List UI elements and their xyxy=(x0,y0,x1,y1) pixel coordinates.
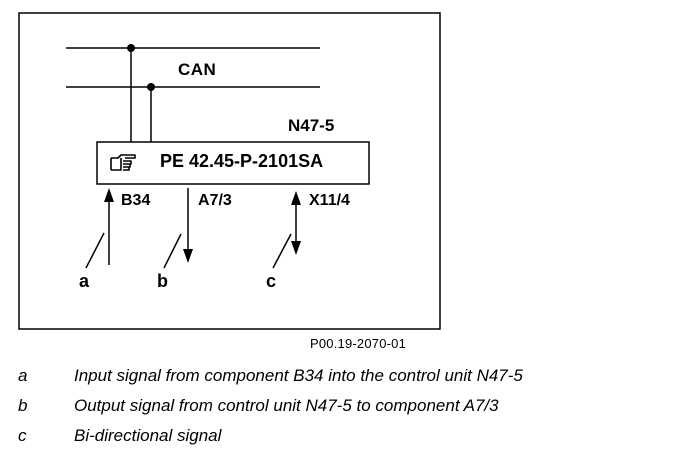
signal-c-connector: X11/4 xyxy=(309,192,350,209)
signal-c-letter: c xyxy=(266,271,277,291)
figure-id: P00.19-2070-01 xyxy=(310,336,407,351)
module-reference-text: PE 42.45-P-2101SA xyxy=(160,151,324,171)
control-unit-box xyxy=(96,141,370,185)
diagram-frame xyxy=(18,12,441,330)
legend-text: Output signal from control unit N47-5 to… xyxy=(74,396,499,415)
signal-b-letter: b xyxy=(157,271,168,291)
signal-c-arrowhead-up xyxy=(291,191,301,205)
signal-b-leader xyxy=(163,233,182,269)
signal-a-leader xyxy=(85,232,105,269)
legend-text: Input signal from component B34 into the… xyxy=(74,366,523,385)
legend-text: Bi-directional signal xyxy=(74,426,222,445)
signal-c-arrowhead-down xyxy=(291,241,301,255)
can-bus-label: CAN xyxy=(178,60,217,79)
signal-a-arrowhead xyxy=(104,188,114,202)
legend-key: b xyxy=(18,396,28,415)
signal-c-leader xyxy=(272,233,292,269)
signal-b-connector: A7/3 xyxy=(198,192,232,209)
signal-a-letter: a xyxy=(79,271,90,291)
legend-key: a xyxy=(18,366,28,385)
signal-b-arrowhead xyxy=(183,249,193,263)
control-unit-label: N47-5 xyxy=(288,116,335,135)
signal-a-connector: B34 xyxy=(121,192,151,209)
pointing-hand-icon xyxy=(110,154,136,171)
legend-key: c xyxy=(18,426,27,445)
